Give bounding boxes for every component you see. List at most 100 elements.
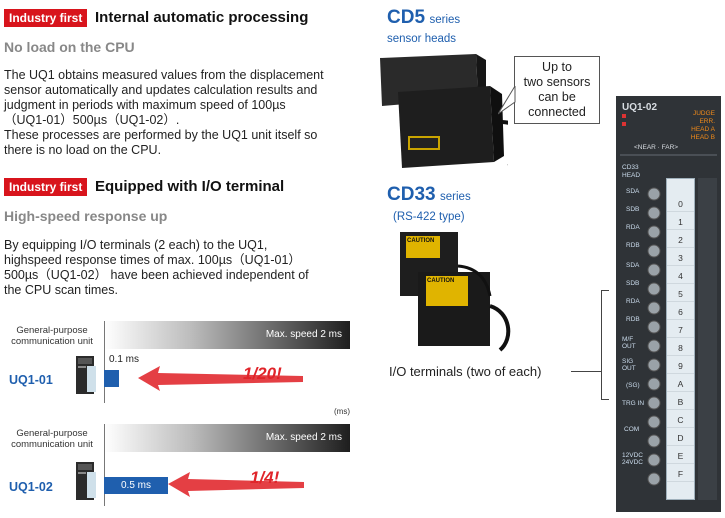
terminal-label: 12VDC 24VDC bbox=[622, 452, 643, 466]
uq1-02-module-icon bbox=[72, 460, 100, 502]
cd33-series-title: CD33 series bbox=[387, 184, 471, 206]
cd33-subtitle: (RS-422 type) bbox=[393, 211, 465, 223]
terminal-number: 3 bbox=[667, 251, 694, 266]
paragraph-line: judgment in periods with maximum speed o… bbox=[4, 98, 286, 112]
uq1-01-value-label: 0.1 ms bbox=[109, 354, 140, 365]
terminal-number: 4 bbox=[667, 269, 694, 284]
max-speed-bar-1: Max. speed 2 ms bbox=[104, 321, 350, 349]
terminal-label: SDB bbox=[626, 206, 640, 213]
terminal-number: 5 bbox=[667, 287, 694, 302]
max-speed-label: Max. speed 2 ms bbox=[265, 329, 342, 340]
paragraph-line: highspeed response times of max. 100µs（U… bbox=[4, 253, 301, 267]
uq1-01-ratio: 1/20! bbox=[243, 364, 282, 383]
io-leader-line bbox=[571, 371, 601, 372]
uq1-01-module-icon bbox=[72, 354, 100, 396]
terminal-label: COM bbox=[624, 426, 640, 433]
terminal-label: SDA bbox=[626, 262, 640, 269]
status-text: JUDGE bbox=[692, 110, 715, 117]
general-label-line: communication unit bbox=[11, 336, 93, 347]
paragraph-line: By equipping I/O terminals (2 each) to t… bbox=[4, 238, 268, 252]
terminal-label: RDB bbox=[626, 316, 640, 323]
cd5-subtitle: sensor heads bbox=[387, 33, 457, 45]
uq1-module: UQ1-02 JUDGE ERR. HEAD A HEAD B <NEAR · … bbox=[616, 96, 721, 512]
general-purpose-label-1: General-purpose communication unit bbox=[0, 325, 104, 347]
callout-line: connected bbox=[528, 105, 586, 119]
caution-label-1: CAUTION bbox=[407, 238, 435, 244]
max-speed-label: Max. speed 2 ms bbox=[265, 432, 342, 443]
section2-title: Equipped with I/O terminal bbox=[95, 178, 285, 195]
paragraph-line: the CPU scan times. bbox=[4, 283, 118, 297]
general-label-line: General-purpose bbox=[16, 428, 88, 439]
terminal-number: 7 bbox=[667, 323, 694, 338]
uq1-01-label: UQ1-01 bbox=[9, 373, 53, 387]
divider bbox=[620, 154, 717, 156]
callout-line: Up to bbox=[542, 60, 572, 74]
section2-subtitle: High-speed response up bbox=[4, 208, 168, 224]
terminal-label: TRG IN bbox=[622, 400, 645, 407]
terminal-label: (SG) bbox=[626, 382, 640, 389]
reduction-arrow-1 bbox=[138, 366, 303, 391]
io-terminals-label: I/O terminals (two of each) bbox=[389, 364, 542, 379]
max-speed-bar-2: Max. speed 2 ms bbox=[104, 424, 350, 452]
terminal-label: M/F OUT bbox=[622, 336, 636, 350]
terminal-label: RDA bbox=[626, 224, 640, 231]
paragraph-line: These processes are performed by the UQ1… bbox=[4, 128, 318, 142]
general-label-line: General-purpose bbox=[16, 325, 88, 336]
status-led bbox=[622, 122, 626, 126]
paragraph-line: （UQ1-01）500µs（UQ1-02）. bbox=[4, 113, 180, 127]
io-bracket bbox=[601, 290, 609, 400]
terminal-label: SDA bbox=[626, 188, 640, 195]
cd5-series-title: CD5 series bbox=[387, 7, 460, 29]
unit-label: (ms) bbox=[334, 407, 350, 416]
section2-paragraph: By equipping I/O terminals (2 each) to t… bbox=[4, 238, 309, 298]
axis-line-2 bbox=[104, 424, 105, 506]
status-text: HEAD A bbox=[691, 126, 715, 133]
callout-pointer bbox=[498, 86, 516, 115]
status-text: HEAD B bbox=[690, 134, 715, 141]
general-purpose-label-2: General-purpose communication unit bbox=[0, 428, 104, 450]
status-led bbox=[622, 114, 626, 118]
terminal-label: SDB bbox=[626, 280, 640, 287]
callout-line: two sensors bbox=[523, 75, 591, 89]
terminal-number: E bbox=[667, 449, 694, 464]
terminal-number: F bbox=[667, 467, 694, 482]
terminal-number: 9 bbox=[667, 359, 694, 374]
near-far-label: <NEAR · FAR> bbox=[634, 144, 679, 151]
axis-line-1 bbox=[104, 321, 105, 403]
terminal-number: 1 bbox=[667, 215, 694, 230]
terminal-label: RDA bbox=[626, 298, 640, 305]
cd33-sensors-image bbox=[400, 232, 511, 352]
paragraph-line: there is no load on the CPU. bbox=[4, 143, 162, 157]
reduction-arrow-2 bbox=[168, 472, 304, 497]
uq1-02-value-bar: 0.5 ms bbox=[104, 477, 168, 494]
cd33-series-word: series bbox=[440, 191, 471, 203]
head-label: CD33 HEAD bbox=[622, 164, 641, 179]
module-side-rail bbox=[698, 178, 717, 500]
general-label-line: communication unit bbox=[11, 439, 93, 450]
terminal-number: 2 bbox=[667, 233, 694, 248]
status-labels: JUDGE ERR. HEAD A HEAD B bbox=[691, 110, 715, 142]
cd33-name: CD33 bbox=[387, 184, 436, 205]
terminal-number: 0 bbox=[667, 197, 694, 212]
section1-title: Internal automatic processing bbox=[95, 9, 309, 26]
terminal-label: SIG OUT bbox=[622, 358, 636, 372]
uq1-02-value-label: 0.5 ms bbox=[121, 480, 152, 491]
terminal-number: B bbox=[667, 395, 694, 410]
sensor-count-callout: Up to two sensors can be connected bbox=[514, 56, 600, 124]
terminal-number: D bbox=[667, 431, 694, 446]
terminal-number: A bbox=[667, 377, 694, 392]
terminal-number: C bbox=[667, 413, 694, 428]
cd5-name: CD5 bbox=[387, 7, 426, 28]
paragraph-line: sensor automatically and updates calcula… bbox=[4, 83, 318, 97]
uq1-01-value-bar bbox=[104, 370, 119, 387]
paragraph-line: The UQ1 obtains measured values from the… bbox=[4, 68, 324, 82]
uq1-02-label: UQ1-02 bbox=[9, 480, 53, 494]
industry-first-badge-2: Industry first bbox=[4, 178, 88, 196]
callout-line: can be bbox=[538, 90, 576, 104]
industry-first-badge-1: Industry first bbox=[4, 9, 88, 27]
caution-label-2: CAUTION bbox=[427, 278, 455, 284]
terminal-label: RDB bbox=[626, 242, 640, 249]
status-text: ERR. bbox=[699, 118, 715, 125]
uq1-02-ratio: 1/4! bbox=[250, 468, 280, 487]
cd5-sensor-heads-image bbox=[380, 54, 508, 168]
